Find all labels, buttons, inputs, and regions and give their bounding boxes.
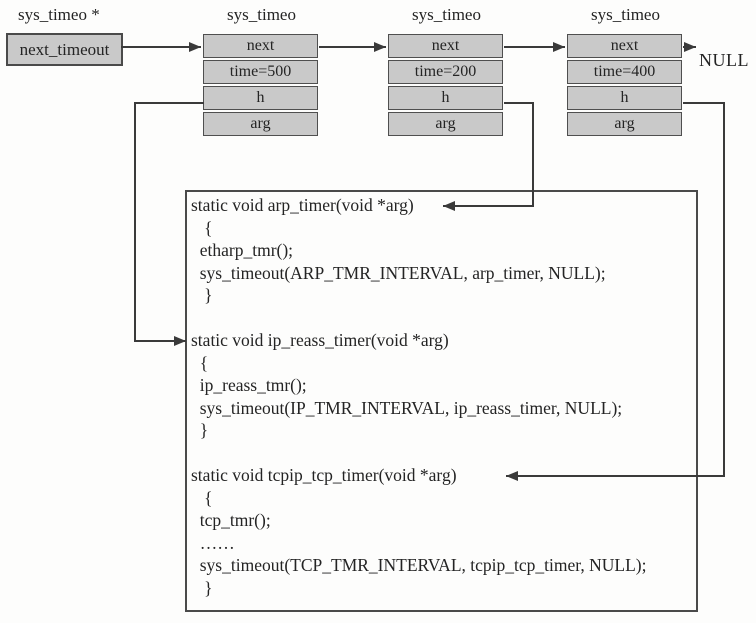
field-h: h bbox=[203, 86, 318, 110]
pointer-type-label: sys_timeo * bbox=[18, 5, 100, 24]
sys-timeo-node-1: next time=500 h arg bbox=[203, 34, 318, 138]
field-next: next bbox=[388, 34, 503, 58]
field-arg: arg bbox=[203, 112, 318, 136]
field-time: time=500 bbox=[203, 60, 318, 84]
null-terminator-label: NULL bbox=[699, 50, 749, 70]
sys-timeo-node-2: next time=200 h arg bbox=[388, 34, 503, 138]
timer-functions-code: static void arp_timer(void *arg) { ethar… bbox=[191, 195, 647, 598]
node-type-label: sys_timeo bbox=[412, 5, 481, 24]
field-time: time=400 bbox=[567, 60, 682, 84]
node-type-label: sys_timeo bbox=[227, 5, 296, 24]
field-next: next bbox=[567, 34, 682, 58]
field-h: h bbox=[388, 86, 503, 110]
field-arg: arg bbox=[388, 112, 503, 136]
field-h: h bbox=[567, 86, 682, 110]
node-type-label: sys_timeo bbox=[591, 5, 660, 24]
next-timeout-box: next_timeout bbox=[6, 33, 123, 66]
next-timeout-label: next_timeout bbox=[19, 39, 110, 59]
field-arg: arg bbox=[567, 112, 682, 136]
sys-timeo-node-3: next time=400 h arg bbox=[567, 34, 682, 138]
field-next: next bbox=[203, 34, 318, 58]
field-time: time=200 bbox=[388, 60, 503, 84]
